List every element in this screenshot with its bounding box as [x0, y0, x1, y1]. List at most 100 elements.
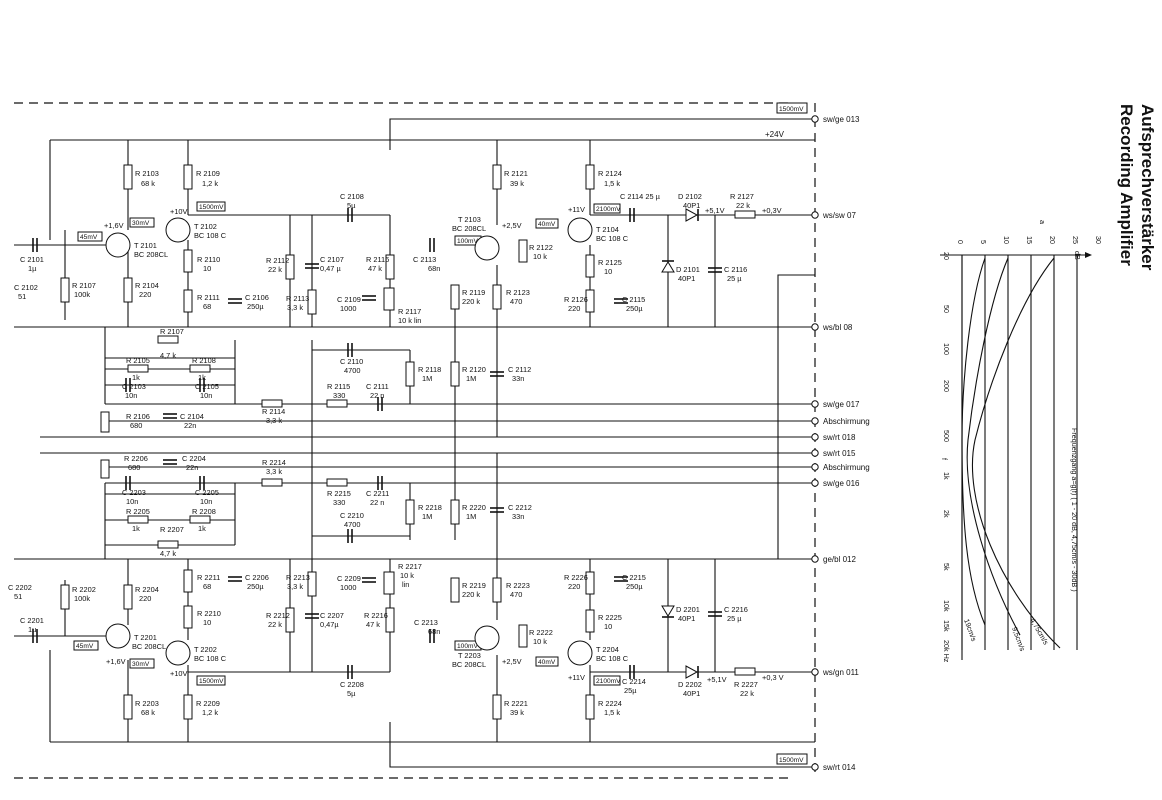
transistor-t2204: [567, 640, 593, 666]
terminal-016[interactable]: [811, 479, 819, 487]
label-v16-top: +1,6V: [104, 221, 124, 230]
label-c2106: C 2106: [245, 293, 269, 302]
resistor-r2219: [450, 577, 460, 603]
label-c2213: C 2213: [414, 618, 438, 627]
value-r2219: 220 k: [462, 590, 480, 599]
resistor-r2216: [385, 607, 395, 633]
terminal-012[interactable]: [811, 555, 819, 563]
label-v10-bottom: +10V: [170, 669, 188, 678]
value-c2113: 68n: [428, 264, 440, 273]
capacitor-c2201: [32, 629, 38, 643]
label-r2204: R 2204: [135, 585, 159, 594]
value-c2216: 25 µ: [727, 614, 742, 623]
label-r2120: R 2120: [462, 365, 486, 374]
label-r2110: R 2110: [197, 255, 220, 264]
box-2100mv-bottom: 2100mV: [596, 678, 621, 685]
value-c2201: 1µ: [28, 625, 37, 634]
capacitor-c2203: [125, 476, 131, 490]
label-c2108: C 2108: [340, 192, 364, 201]
freq-tick-500: 500: [942, 430, 951, 442]
value-r2223: 470: [510, 590, 522, 599]
type-t2103: BC 208CL: [452, 224, 486, 233]
label-r2223: R 2223: [506, 581, 530, 590]
terminal-label-08: ws/bl 08: [822, 323, 853, 332]
resistor-r2204: [123, 584, 133, 610]
value-r2118: 1M: [422, 374, 432, 383]
value-r2121: 39 k: [510, 179, 524, 188]
value-r2110: 10: [203, 264, 211, 273]
label-c2209: C 2209: [337, 574, 361, 583]
value-c2101: 1µ: [28, 264, 37, 273]
terminal-abschirmung-2[interactable]: [811, 463, 819, 471]
label-v51-top: +5,1V: [705, 206, 725, 215]
title-german: Aufsprechverstärker: [1138, 104, 1157, 271]
resistor-r2212: [285, 607, 295, 633]
freq-tick-20k: 20k Hz: [942, 640, 951, 663]
label-r2122: R 2122: [529, 243, 553, 252]
resistor-r2115: [326, 399, 348, 408]
value-r2108: 1k: [198, 373, 206, 382]
diode-d2102: [685, 208, 699, 222]
terminal-017[interactable]: [811, 400, 819, 408]
resistor-r2107a: [60, 277, 70, 303]
value-r2113: 3,3 k: [287, 303, 303, 312]
box-40mv-bottom: 40mV: [538, 659, 556, 666]
label-c2111: C 2111: [366, 382, 389, 391]
value-c2204: 22n: [186, 463, 198, 472]
resistor-r2206: [100, 459, 110, 479]
label-c2113: C 2113: [413, 255, 436, 264]
resistor-r2105: [127, 364, 149, 373]
value-c2116: 25 µ: [727, 274, 742, 283]
terminal-013[interactable]: [811, 115, 819, 123]
resistor-r2106: [100, 411, 110, 433]
db-tick-5: 5: [979, 240, 988, 244]
label-c2109: C 2109: [337, 295, 361, 304]
terminal-07[interactable]: [811, 211, 819, 219]
value-r2123: 470: [510, 297, 522, 306]
value-c2107: 0,47 µ: [320, 264, 341, 273]
capacitor-c2210: [347, 529, 353, 543]
terminal-011[interactable]: [811, 668, 819, 676]
label-t2204: T 2204: [596, 645, 619, 654]
freq-tick-200: 200: [942, 380, 951, 392]
type-t2203: BC 208CL: [452, 660, 486, 669]
terminal-015[interactable]: [811, 449, 819, 457]
resistor-r2110: [183, 249, 193, 273]
resistor-r2222: [518, 624, 528, 648]
terminal-014[interactable]: [811, 763, 819, 771]
resistor-r2210: [183, 605, 193, 629]
resistor-r2108: [189, 364, 211, 373]
terminal-abschirmung-1[interactable]: [811, 417, 819, 425]
capacitor-c2207: [305, 613, 319, 619]
label-r2211: R 2211: [197, 573, 220, 582]
terminal-018[interactable]: [811, 433, 819, 441]
terminal-08[interactable]: [811, 323, 819, 331]
label-c2101: C 2101: [20, 255, 44, 264]
label-r2118: R 2118: [418, 365, 441, 374]
value-r2112: 22 k: [268, 265, 282, 274]
value-r2208: 1k: [198, 524, 206, 533]
terminal-label-013: sw/ge 013: [823, 115, 860, 124]
value-r2202: 100k: [74, 594, 90, 603]
value-r2209: 1,2 k: [202, 708, 218, 717]
label-r2111: R 2111: [197, 293, 220, 302]
resistor-r2111: [183, 289, 193, 313]
terminal-label-016: sw/ge 016: [823, 479, 860, 488]
capacitor-c2211: [377, 476, 383, 490]
transistor-t2102: [165, 217, 191, 243]
label-r2222: R 2222: [529, 628, 553, 637]
box-2100mv-top: 2100mV: [596, 206, 621, 213]
label-v25-top: +2,5V: [502, 221, 522, 230]
terminal-label-011: ws/gn 011: [822, 668, 859, 677]
value-r2212: 22 k: [268, 620, 282, 629]
label-r2125: R 2125: [598, 258, 622, 267]
value-c2112: 33n: [512, 374, 524, 383]
label-r2216: R 2216: [364, 611, 388, 620]
resistor-r2112: [285, 254, 295, 280]
box-1500mv-t2102: 1500mV: [199, 204, 224, 211]
db-symbol: a: [1038, 220, 1047, 224]
transistor-t2103: [474, 235, 500, 261]
resistor-r2226: [585, 571, 595, 595]
label-r2123: R 2123: [506, 288, 530, 297]
value-r2217-lin: lin: [402, 580, 409, 589]
